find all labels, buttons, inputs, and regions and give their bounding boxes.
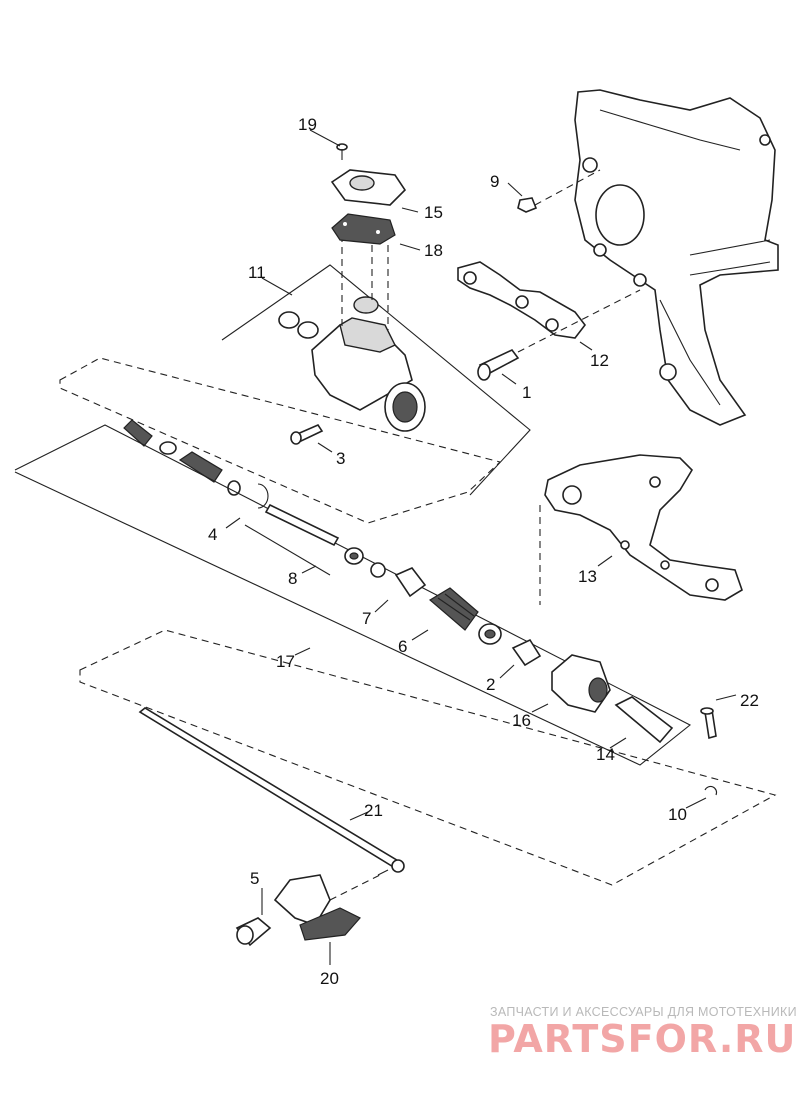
screw-part-19: [336, 143, 348, 160]
callout-14: 14: [596, 745, 615, 764]
callout-9: 9: [490, 172, 499, 191]
rubber-boot-part-6: [428, 587, 479, 631]
callout-10: 10: [668, 805, 687, 824]
bolt-part-1: [477, 289, 641, 381]
bushing-part-7: [394, 567, 427, 598]
master-cylinder-assembly-part-11: [221, 235, 531, 496]
watermark-tagline: ЗАПЧАСТИ И АКСЕССУАРЫ ДЛЯ МОТОТЕХНИКИ: [490, 1005, 797, 1019]
spring-part: [123, 419, 153, 447]
callout-17: 17: [276, 652, 295, 671]
callout-8: 8: [288, 569, 297, 588]
watermark: ЗАПЧАСТИ И АКСЕССУАРЫ ДЛЯ МОТОТЕХНИКИ PA…: [488, 1005, 797, 1061]
callout-16: 16: [512, 711, 531, 730]
snap-ring-part-4: [257, 483, 269, 509]
retaining-clip-part-10: [704, 785, 718, 796]
gasket-part-18: [331, 213, 396, 245]
callout-2: 2: [486, 675, 495, 694]
callout-13: 13: [578, 567, 597, 586]
boot-part-16: [551, 654, 611, 713]
clevis-part-14: [614, 696, 674, 744]
callout-20: 20: [320, 969, 339, 988]
rod-part-21: [138, 707, 405, 876]
leader-lines: [225, 129, 737, 965]
bolt-part-9: [517, 169, 601, 213]
callout-1: 1: [522, 383, 531, 402]
nut-part: [159, 441, 177, 455]
callout-18: 18: [424, 241, 443, 260]
callout-11: 11: [248, 263, 266, 282]
callout-19: 19: [298, 115, 317, 134]
callout-6: 6: [398, 637, 407, 656]
callout-labels: 19 15 18 11 9 12 1 3 4 8 7 6 17 2 16 14 …: [208, 115, 759, 988]
valve-part: [178, 451, 241, 496]
pushrod-kit-outline-part-17: [14, 424, 692, 766]
motorcycle-frame-section: [574, 89, 779, 426]
clevis-pin-part-22: [700, 707, 717, 740]
reservoir-cover-part-15: [330, 169, 407, 206]
callout-5: 5: [250, 869, 259, 888]
watermark-logo: PARTSFOR.RU: [488, 1017, 796, 1061]
callout-22: 22: [740, 691, 759, 710]
bushing-part-5: [235, 917, 272, 947]
callout-4: 4: [208, 525, 217, 544]
callout-7: 7: [362, 609, 371, 628]
callout-12: 12: [590, 351, 609, 370]
footpeg-bracket-part-12: [457, 261, 587, 339]
bolt-part-3: [290, 423, 324, 445]
callout-15: 15: [424, 203, 443, 222]
pushrod-part-8: [244, 503, 340, 576]
callout-21: 21: [364, 801, 383, 820]
washer-large-part: [478, 623, 502, 645]
callout-3: 3: [336, 449, 345, 468]
piston-kit-outline: [59, 357, 502, 524]
brake-pedal-part-20: [273, 874, 381, 941]
washer-part: [344, 547, 364, 565]
mounting-bracket-part-13: [539, 454, 743, 605]
shift-linkage-outline: [79, 629, 777, 886]
jam-nut-part: [370, 562, 386, 578]
fitting-part-2: [511, 638, 542, 667]
